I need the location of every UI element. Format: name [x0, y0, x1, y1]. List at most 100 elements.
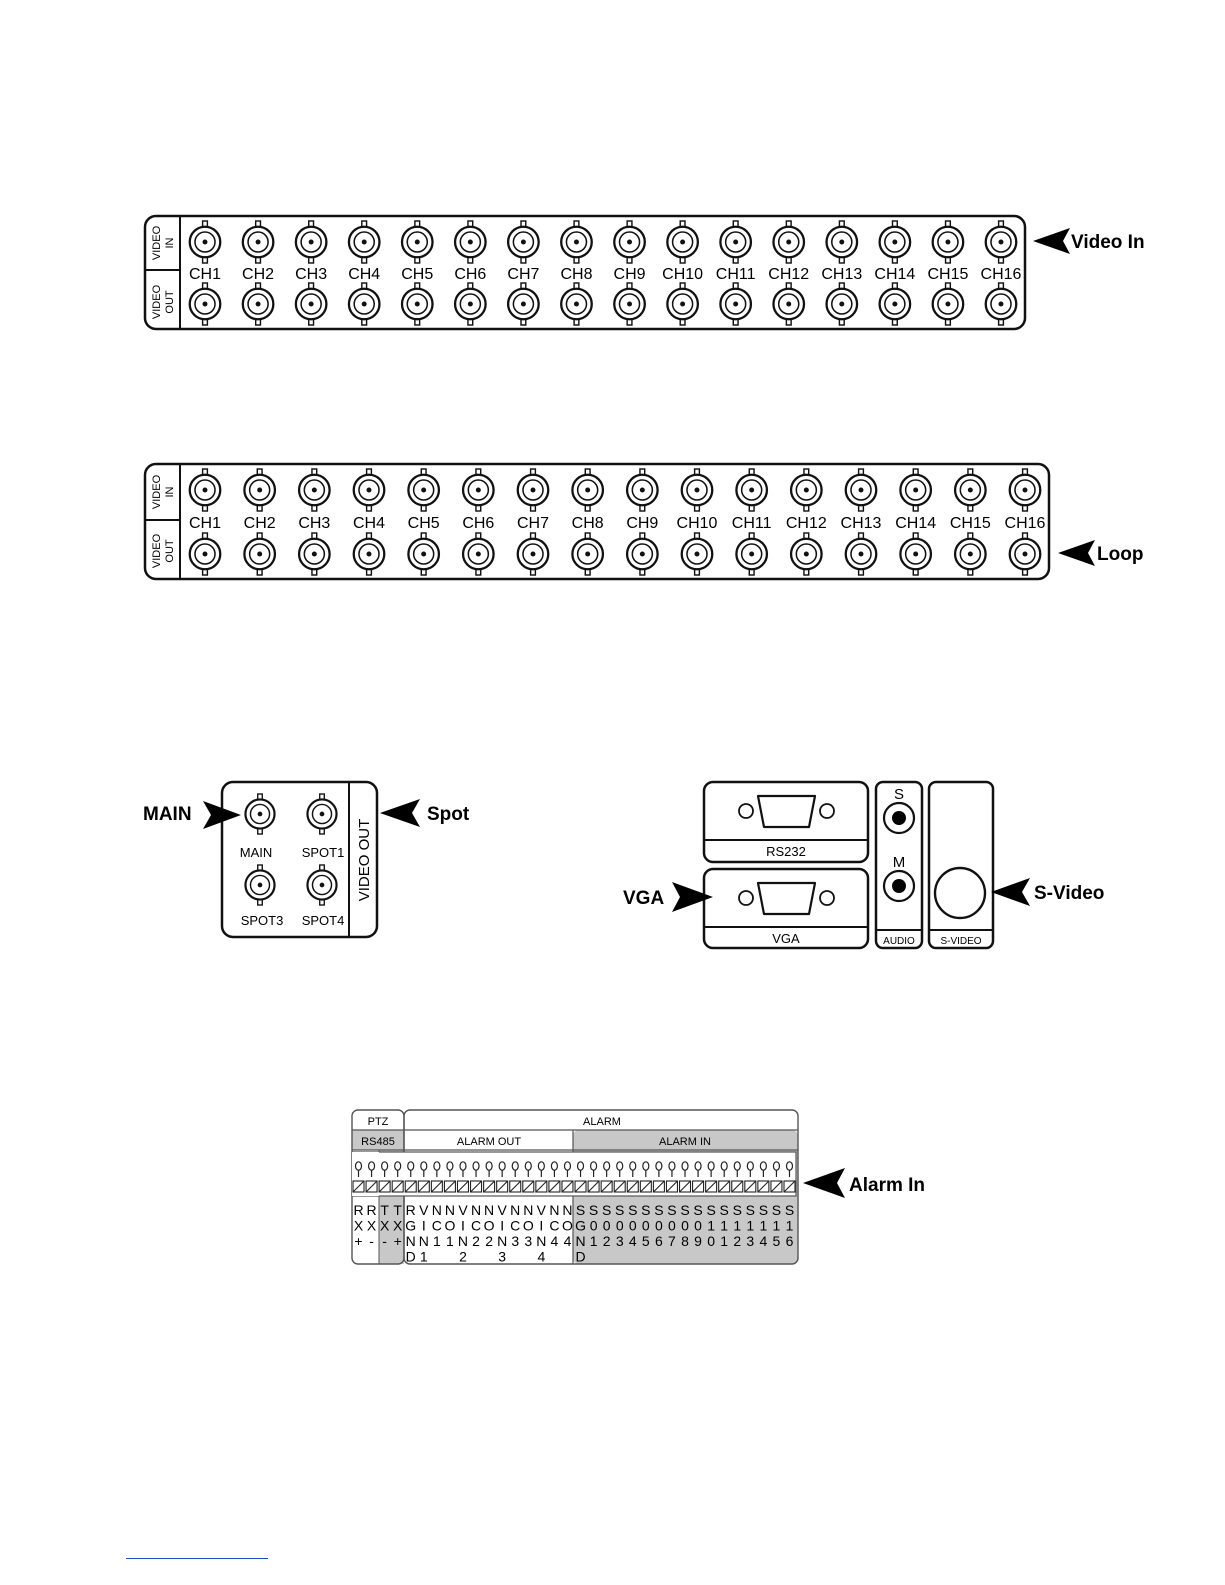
pin-label-char: V: [458, 1202, 468, 1218]
pin-label-char: G: [405, 1218, 416, 1234]
channel-label: CH16: [981, 266, 1022, 283]
pin-label-char: 3: [498, 1249, 506, 1265]
terminal-pin: NO1: [443, 1161, 456, 1249]
channel-label: CH8: [572, 515, 604, 532]
pin-label-char: 2: [733, 1233, 741, 1249]
pin-label-char: X: [393, 1218, 403, 1234]
channel-column: CH9: [613, 219, 646, 327]
pin-label-char: N: [562, 1202, 572, 1218]
pin-label-char: 1: [707, 1218, 715, 1234]
channel-label: CH4: [353, 515, 385, 532]
pin-label-char: +: [394, 1233, 402, 1249]
channel-label: CH1: [189, 515, 221, 532]
svg-text:VIDEO: VIDEO: [151, 225, 163, 260]
channel-column: CH12: [768, 219, 809, 327]
terminal-pin: S14: [757, 1161, 770, 1249]
pin-label-char: 1: [720, 1233, 728, 1249]
screw-hole-icon: [819, 803, 835, 819]
terminal-pin: S09: [692, 1161, 705, 1249]
arrow-right-icon: [672, 882, 713, 912]
pin-label-char: 8: [681, 1233, 689, 1249]
pin-label-char: 1: [733, 1218, 741, 1234]
alarm-header: ALARM: [583, 1116, 621, 1128]
screw-hole-icon: [819, 890, 835, 906]
callout-label: Spot: [427, 804, 470, 825]
channel-column: CH15: [927, 219, 968, 327]
svg-text:IN: IN: [164, 486, 176, 497]
pin-label-char: N: [406, 1233, 416, 1249]
channel-label: CH9: [614, 266, 646, 283]
channel-label: CH4: [348, 266, 380, 283]
channel-column: CH11: [716, 219, 756, 327]
terminal-pin: S03: [613, 1161, 626, 1249]
svg-text:VIDEO: VIDEO: [151, 284, 163, 319]
rs232-label: RS232: [766, 844, 806, 859]
pin-label-char: 0: [707, 1233, 715, 1249]
channel-column: CH14: [874, 219, 915, 327]
pin-label-char: S: [693, 1202, 702, 1218]
terminal-pin: S13: [744, 1161, 757, 1249]
pin-label-char: 4: [551, 1233, 559, 1249]
channel-label: CH7: [507, 266, 539, 283]
terminal-pin: NO3: [522, 1161, 535, 1249]
pin-label-char: V: [497, 1202, 507, 1218]
db15-connector-icon: [756, 881, 817, 916]
terminal-pin: NC1: [430, 1161, 443, 1249]
channel-column: CH1: [188, 467, 222, 577]
channel-label: CH9: [626, 515, 658, 532]
pin-label-char: N: [458, 1233, 468, 1249]
channel-label: CH10: [662, 266, 703, 283]
callout-label: Video In: [1071, 232, 1145, 253]
pin-label-char: S: [759, 1202, 768, 1218]
pin-label-char: -: [382, 1233, 387, 1249]
vga-port: VGA: [702, 867, 870, 950]
arrow-left-icon: [380, 799, 420, 827]
pin-label-char: S: [720, 1202, 729, 1218]
pin-label-char: C: [549, 1218, 559, 1234]
audio-port: S M AUDIO: [874, 780, 924, 950]
terminal-pin: NO2: [483, 1161, 496, 1249]
pin-label-char: R: [406, 1202, 416, 1218]
pin-label-char: N: [419, 1233, 429, 1249]
alarm-in-header: ALARM IN: [659, 1136, 711, 1148]
svg-text:VIDEO: VIDEO: [151, 533, 163, 568]
pin-label-char: 0: [668, 1218, 676, 1234]
pin-label-char: 5: [642, 1233, 650, 1249]
pin-label-char: N: [497, 1233, 507, 1249]
channel-label: CH6: [454, 266, 486, 283]
pin-label-char: 0: [590, 1218, 598, 1234]
terminal-pin: S06: [652, 1161, 665, 1249]
pin-label-char: S: [733, 1202, 742, 1218]
pin-label-char: S: [785, 1202, 794, 1218]
pin-label-char: 0: [694, 1218, 702, 1234]
main-label: MAIN: [240, 845, 273, 860]
terminal-pin: RX+: [352, 1161, 365, 1249]
pin-label-char: V: [419, 1202, 429, 1218]
pin-label-char: D: [406, 1249, 416, 1265]
channel-column: CH2: [241, 219, 275, 327]
pin-label-char: S: [654, 1202, 663, 1218]
pin-label-char: 3: [746, 1233, 754, 1249]
pin-label-char: -: [369, 1233, 374, 1249]
channel-label: CH2: [244, 515, 276, 532]
channel-column: CH9: [625, 467, 659, 577]
channel-column: CH1: [188, 219, 222, 327]
terminal-pin: S11: [718, 1161, 731, 1249]
audio-m-label: M: [893, 854, 906, 871]
channel-column: CH10: [662, 219, 703, 327]
pin-label-char: N: [484, 1202, 494, 1218]
pin-label-char: S: [746, 1202, 755, 1218]
audio-label: AUDIO: [883, 936, 915, 947]
pin-label-char: 0: [681, 1218, 689, 1234]
channel-column: CH4: [352, 467, 386, 577]
pin-label-char: X: [380, 1218, 390, 1234]
channel-column: CH3: [294, 219, 328, 327]
arrow-right-icon: [203, 801, 241, 829]
svideo-label: S-VIDEO: [940, 936, 981, 947]
footnote-rule: [126, 1558, 268, 1559]
pin-label-char: X: [354, 1218, 364, 1234]
channel-label: CH14: [895, 515, 936, 532]
